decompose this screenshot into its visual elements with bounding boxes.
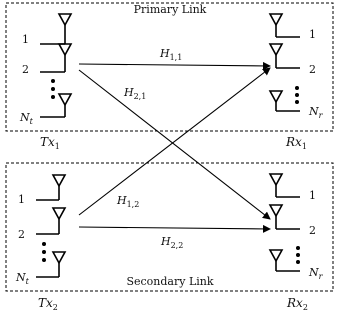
h11-arrow	[78, 61, 271, 70]
h21-label: H2,1	[123, 86, 146, 101]
rx2-antenna-nr	[268, 249, 300, 272]
rx2-antenna-1	[268, 173, 300, 198]
rx1-ellipsis	[295, 86, 299, 104]
rx1-label: Rx1	[285, 135, 307, 151]
tx1-label: Tx1	[40, 135, 60, 151]
h22-label: H2,2	[160, 235, 183, 250]
h12-arrow	[78, 67, 271, 216]
tx1-antenna-label-1: 1	[22, 33, 29, 46]
rx2-antenna-label-2: 2	[309, 224, 316, 237]
rx2-ellipsis	[296, 246, 300, 264]
rx2-antenna-2	[268, 204, 300, 230]
tx2-antenna-label-nt: Nt	[15, 271, 30, 286]
rx2-label: Rx2	[286, 296, 308, 312]
rx2-antenna-label-1: 1	[309, 189, 316, 202]
secondary-link-box	[5, 162, 334, 292]
secondary-link-label: Secondary Link	[126, 275, 213, 288]
h12-label: H1,2	[116, 194, 139, 209]
rx1-antenna-nr	[268, 90, 300, 112]
rx1-antenna-1	[268, 13, 300, 38]
tx1-antenna-label-2: 2	[22, 63, 29, 76]
tx2-ellipsis	[42, 242, 46, 262]
tx1-antenna-label-nt: Nt	[19, 111, 34, 126]
primary-link-box	[5, 2, 334, 132]
tx2-antenna-nt	[36, 251, 67, 278]
rx1-antenna-2	[268, 43, 300, 69]
tx1-antenna-2	[40, 43, 73, 73]
tx1-ellipsis	[51, 79, 55, 99]
tx1-antenna-1	[40, 13, 73, 45]
tx2-antenna-1	[36, 174, 67, 201]
primary-link-label: Primary Link	[134, 3, 207, 16]
rx1-antenna-label-1: 1	[309, 28, 316, 41]
h22-arrow	[78, 224, 271, 233]
h11-label: H1,1	[159, 47, 182, 62]
rx1-antenna-label-nr: Nr	[308, 105, 324, 120]
rx2-antenna-label-nr: Nr	[308, 266, 324, 281]
rx1-antenna-label-2: 2	[309, 63, 316, 76]
h21-arrow	[78, 69, 271, 220]
tx2-label: Tx2	[38, 296, 58, 312]
tx2-antenna-2	[36, 207, 67, 235]
tx1-antenna-nt	[40, 93, 73, 118]
tx2-antenna-label-1: 1	[18, 193, 25, 206]
tx2-antenna-label-2: 2	[18, 228, 25, 241]
